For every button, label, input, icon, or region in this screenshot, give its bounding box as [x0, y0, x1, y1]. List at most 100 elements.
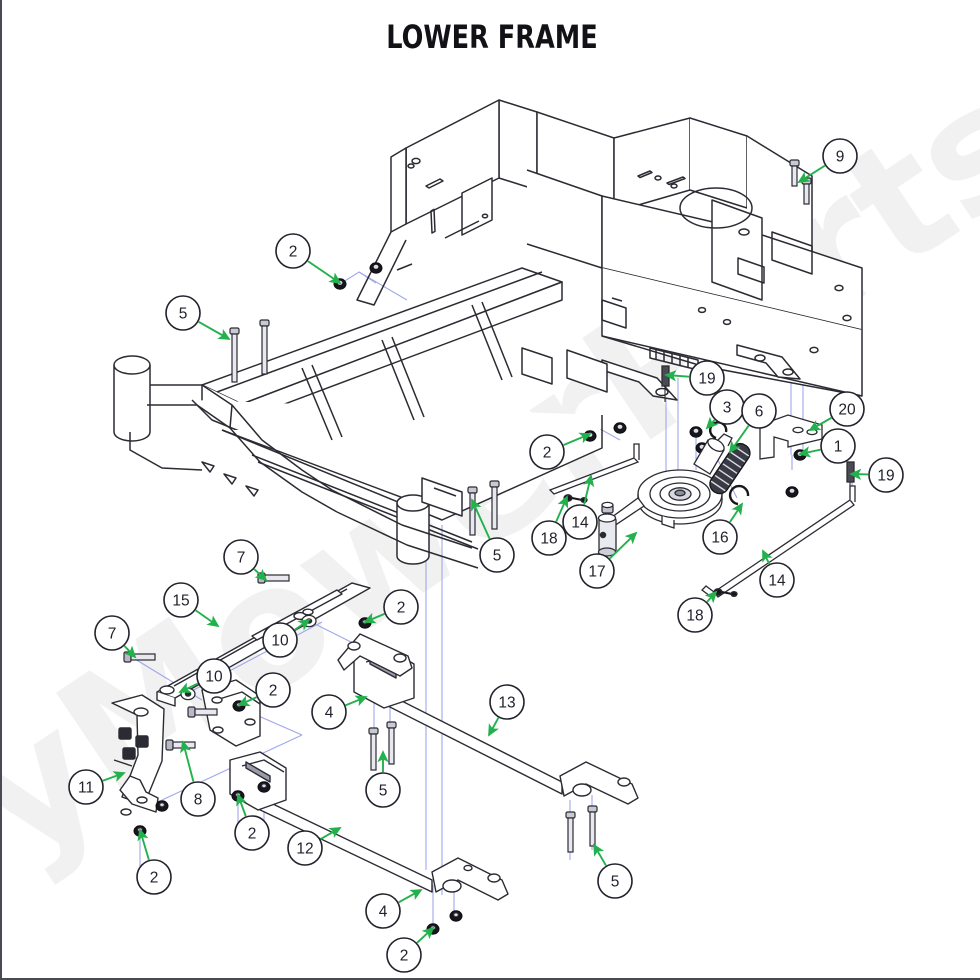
nut-2-d [613, 422, 627, 434]
callout-balloon-2[interactable]: 2 [255, 672, 291, 708]
balloon-circle [311, 694, 347, 730]
balloon-circle [386, 937, 422, 973]
callout-balloon-16[interactable]: 16 [702, 519, 738, 555]
hardware-lower [123, 572, 598, 935]
part-20-bracket [759, 414, 823, 460]
balloon-circle [531, 520, 567, 556]
callout-leader-14 [762, 549, 773, 565]
callout-leader-7 [253, 568, 268, 582]
callout-leader-2 [307, 260, 342, 285]
part-16-spring [709, 421, 751, 506]
callout-balloon-9[interactable]: 9 [822, 138, 858, 174]
nut-2-h [257, 781, 271, 793]
balloon-circle [820, 428, 856, 464]
main-frame-weldment [113, 99, 863, 569]
callout-leader-5 [593, 843, 607, 866]
callout-balloon-5[interactable]: 5 [165, 295, 201, 331]
callout-balloon-6[interactable]: 6 [741, 393, 777, 429]
callout-balloon-19[interactable]: 19 [868, 457, 904, 493]
callout-leader-9 [797, 164, 826, 184]
balloon-circle [94, 615, 130, 651]
detail-parts-right [548, 365, 856, 598]
callout-balloon-5[interactable]: 5 [479, 537, 515, 573]
callout-balloon-19[interactable]: 19 [689, 360, 725, 396]
nut-2-j [155, 800, 169, 812]
callout-leader-17 [609, 531, 638, 560]
callout-balloon-2[interactable]: 2 [136, 859, 172, 895]
callout-balloon-15[interactable]: 15 [163, 582, 199, 618]
callout-leader-13 [488, 717, 500, 737]
callout-balloon-8[interactable]: 8 [180, 781, 216, 817]
callout-balloon-5[interactable]: 5 [365, 772, 401, 808]
callout-balloon-17[interactable]: 17 [579, 553, 615, 589]
bolt-7-a [123, 651, 156, 663]
callout-balloon-7[interactable]: 7 [223, 539, 259, 575]
balloon-circle [136, 859, 172, 895]
callout-balloon-14[interactable]: 14 [759, 562, 795, 598]
callout-balloon-2[interactable]: 2 [529, 434, 565, 470]
nut-1-b [785, 486, 799, 498]
callout-leader-14 [583, 474, 595, 505]
balloon-label: 2 [543, 445, 552, 462]
balloon-circle [741, 393, 777, 429]
callout-balloon-18[interactable]: 18 [677, 597, 713, 633]
balloon-circle [165, 295, 201, 331]
balloon-circle [365, 772, 401, 808]
callout-leader-5 [471, 498, 491, 540]
balloon-label: 9 [836, 149, 845, 166]
balloon-label: 3 [723, 400, 732, 417]
balloon-circle [275, 233, 311, 269]
part-4-block-b [559, 761, 639, 805]
callout-leader-2 [236, 793, 247, 817]
callout-leader-12 [320, 827, 342, 840]
callout-balloon-14[interactable]: 14 [562, 504, 598, 540]
part-13-bar [379, 689, 563, 795]
callout-balloon-7[interactable]: 7 [94, 615, 130, 651]
balloon-label: 10 [205, 669, 223, 686]
callout-leader-18 [555, 495, 569, 522]
balloon-circle [597, 863, 633, 899]
balloon-label: 2 [269, 683, 278, 700]
part-12-arm [431, 857, 509, 901]
balloon-circle [829, 391, 865, 427]
callout-balloon-18[interactable]: 18 [531, 520, 567, 556]
balloon-circle [529, 434, 565, 470]
balloon-label: 11 [78, 780, 94, 797]
callout-balloon-2[interactable]: 2 [386, 937, 422, 973]
callout-balloon-3[interactable]: 3 [709, 389, 745, 425]
balloon-circle [479, 537, 515, 573]
callout-balloon-1[interactable]: 1 [820, 428, 856, 464]
callout-balloon-20[interactable]: 20 [829, 391, 865, 427]
callout-balloon-10[interactable]: 10 [196, 658, 232, 694]
balloon-circle [287, 830, 323, 866]
callout-balloon-2[interactable]: 2 [383, 589, 419, 625]
callout-balloon-13[interactable]: 13 [489, 684, 525, 720]
callout-balloon-12[interactable]: 12 [287, 830, 323, 866]
bolt-5-c [467, 486, 478, 536]
bolt-5-b [259, 319, 270, 375]
callout-balloon-10[interactable]: 10 [262, 622, 298, 658]
callout-balloon-4[interactable]: 4 [311, 694, 347, 730]
callout-leader-19 [664, 370, 690, 382]
callout-leader-16 [729, 502, 744, 523]
balloon-label: 12 [296, 841, 313, 858]
balloon-label: 18 [686, 608, 703, 625]
callout-balloon-2[interactable]: 2 [275, 233, 311, 269]
balloon-label: 19 [698, 371, 715, 388]
callout-balloon-11[interactable]: 11 [68, 769, 104, 805]
callout-leader-7 [123, 645, 137, 659]
balloon-circle [689, 360, 725, 396]
balloon-label: 6 [755, 404, 764, 421]
callout-balloon-5[interactable]: 5 [597, 863, 633, 899]
nut-2-l [449, 910, 463, 922]
balloon-circle [68, 769, 104, 805]
nut-2-b [369, 262, 383, 274]
callout-leader-20 [808, 417, 832, 431]
balloon-circle [868, 457, 904, 493]
callout-balloon-2[interactable]: 2 [234, 815, 270, 851]
callout-leader-8 [180, 740, 195, 782]
callout-balloon-4[interactable]: 4 [365, 893, 401, 929]
